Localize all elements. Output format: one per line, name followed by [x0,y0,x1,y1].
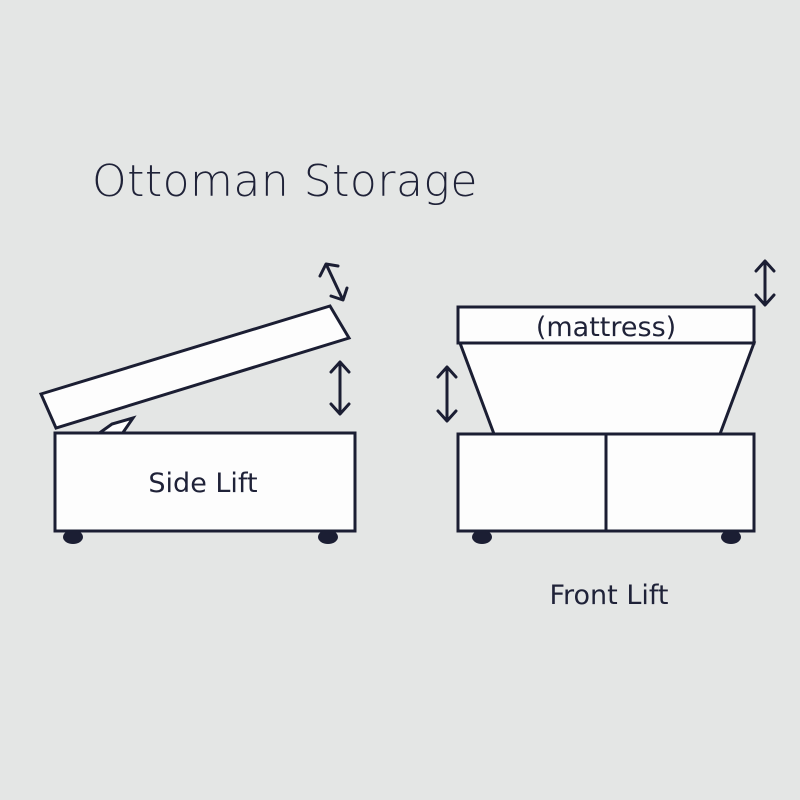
mattress-label: (mattress) [536,312,676,343]
double-arrow-icon [318,262,349,302]
front-lift-bed: (mattress) Front Lift [456,305,757,611]
side-lift-bed: Side Lift [38,304,357,544]
wheel-icon [472,530,492,544]
wheel-icon [721,530,741,544]
front-lift-mattress [456,305,756,345]
side-lift-base [53,431,357,533]
wheel-icon [318,530,338,544]
wheel-icon [63,530,83,544]
side-lift-label: Side Lift [148,468,257,499]
front-lift-platform [457,341,757,436]
side-lift-lid [38,304,352,430]
double-arrow-icon [329,360,351,416]
double-arrow-icon [754,259,776,307]
front-lift-label: Front Lift [549,580,668,611]
double-arrow-icon [436,365,458,423]
diagram-title: Ottoman Storage [92,156,478,207]
